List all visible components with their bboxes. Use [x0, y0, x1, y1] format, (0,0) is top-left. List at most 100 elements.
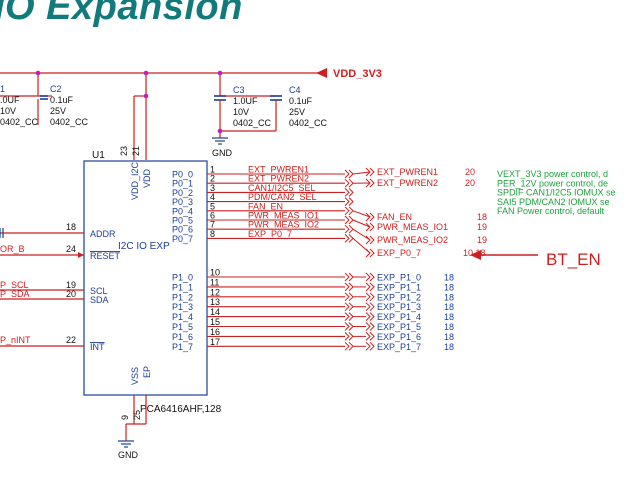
offpage-chevron-icon	[344, 215, 354, 225]
callout-arrow-icon	[470, 250, 481, 260]
pin-number: 5	[210, 201, 215, 211]
offpage-chevron-icon	[344, 178, 354, 188]
ground-icon	[118, 440, 134, 448]
offpage-chevron-icon	[344, 292, 354, 302]
page-title: IO Expansion	[0, 0, 243, 28]
offpage-chevron-icon	[365, 292, 375, 302]
offpage-label: EXP_P1_2	[377, 292, 421, 302]
offpage-chevron-icon	[344, 332, 354, 341]
offpage-page-ref: 18	[444, 302, 454, 312]
junction-dot	[217, 70, 223, 76]
offpage-label: PWR_MEAS_IO2	[377, 235, 448, 245]
net-label: PWR_MEAS_IO1	[248, 211, 319, 221]
left-pin-scl: P_SCL 19 SCL	[0, 280, 108, 296]
svg-text:23: 23	[119, 146, 129, 156]
offpage-page-ref: 10,18	[463, 248, 486, 258]
offpage-chevron-icon	[344, 206, 354, 216]
junction-dot	[143, 93, 149, 99]
offpage-page-ref: 20	[465, 178, 475, 188]
pin-number: 6	[210, 211, 215, 221]
svg-text:25: 25	[132, 410, 142, 420]
pin-number: 1	[210, 165, 215, 175]
ground-icon	[212, 137, 228, 145]
pin-number: 2	[210, 174, 215, 184]
capacitor-c1: 1 .0UF 10V 0402_CC	[0, 84, 39, 127]
pin-name: P0_2	[172, 188, 193, 198]
svg-text:VDD_I2C: VDD_I2C	[130, 161, 140, 200]
offpage-chevron-icon	[365, 178, 375, 188]
offpage-chevron-icon	[344, 272, 354, 282]
pin-number: 12	[210, 287, 220, 297]
svg-text:INT: INT	[90, 342, 105, 352]
offpage-label: EXP_P1_6	[377, 332, 421, 342]
chip-bottom-pins: VSS EP 9 25	[120, 366, 152, 441]
svg-text:VDD: VDD	[142, 168, 152, 188]
offpage-page-ref: 18	[444, 312, 454, 322]
svg-text:1.0UF: 1.0UF	[233, 96, 258, 106]
pin-number: 11	[210, 277, 219, 287]
offpage-chevron-icon	[344, 234, 354, 243]
offpage-chevron-icon	[365, 322, 375, 331]
offpage-chevron-icon	[344, 322, 354, 331]
svg-text:OR_B: OR_B	[0, 244, 25, 254]
net-label: FAN_EN	[248, 201, 283, 211]
bt-en-callout: BT_EN	[470, 250, 601, 269]
offpage-label: EXP_P0_7	[377, 248, 421, 258]
power-rail	[0, 72, 325, 160]
power-rail-label: VDD_3V3	[333, 68, 382, 80]
pin-number: 15	[210, 317, 220, 327]
svg-text:10V: 10V	[0, 106, 16, 116]
offpage-chevron-icon	[365, 272, 375, 282]
svg-text:EP: EP	[142, 366, 152, 378]
offpage-chevron-icon	[344, 188, 354, 197]
capacitor-c2: C2 0.1uF 25V 0402_CC	[37, 84, 89, 127]
offpage-chevron-icon	[365, 235, 375, 245]
offpage-page-ref: 19	[477, 235, 487, 245]
offpage-chevron-icon	[344, 197, 354, 206]
offpage-chevron-icon	[344, 312, 354, 321]
pin-number: 7	[210, 220, 215, 230]
svg-text:P_nINT: P_nINT	[0, 335, 31, 345]
pin-number: 14	[210, 307, 220, 317]
pin-number: 3	[210, 183, 215, 193]
left-pin-sda: P_SDA 20 SDA	[0, 289, 109, 305]
svg-text:SDA: SDA	[90, 295, 109, 305]
offpage-chevron-icon	[365, 302, 375, 312]
svg-text:P_SDA: P_SDA	[0, 289, 30, 299]
offpage-chevron-icon	[344, 169, 354, 179]
svg-text:9: 9	[120, 415, 130, 420]
chip-part: PCA6416AHF,128	[140, 404, 222, 415]
svg-text:1: 1	[0, 84, 5, 94]
offpage-chevron-icon	[344, 224, 354, 234]
note-line: VEXT_3V3 power control, d	[497, 169, 608, 179]
svg-text:0402_CC: 0402_CC	[233, 118, 272, 128]
svg-text:ADDR: ADDR	[90, 229, 116, 239]
svg-text:25V: 25V	[50, 106, 66, 116]
capacitor-c4: C4 0.1uF 25V 0402_CC	[270, 85, 328, 131]
offpage-wire	[352, 228, 371, 241]
svg-text:C3: C3	[233, 85, 245, 95]
net-label: EXT_PWREN1	[248, 165, 309, 175]
svg-text:RESET: RESET	[90, 251, 121, 261]
svg-text:.0UF: .0UF	[0, 95, 20, 105]
svg-text:0402_CC: 0402_CC	[0, 117, 39, 127]
offpage-page-ref: 18	[444, 342, 454, 352]
offpage-label: EXT_PWREN2	[377, 178, 438, 188]
net-label: PWR_MEAS_IO2	[248, 220, 319, 230]
svg-text:0.1uF: 0.1uF	[50, 95, 74, 105]
offpage-label: EXP_P1_3	[377, 302, 421, 312]
offpage-label: EXP_P1_1	[377, 282, 421, 292]
svg-text:22: 22	[66, 335, 76, 345]
offpage-chevron-icon	[344, 302, 354, 312]
offpage-wire	[352, 171, 371, 175]
junction-dot	[35, 70, 41, 76]
svg-text:0402_CC: 0402_CC	[289, 118, 328, 128]
offpage-page-ref: 18	[444, 322, 454, 332]
pin-name: P1_1	[172, 282, 193, 292]
offpage-label: EXP_P1_0	[377, 273, 421, 283]
pin-name: P0_3	[172, 197, 193, 207]
offpage-page-ref: 18	[477, 212, 487, 222]
svg-text:0402_CC: 0402_CC	[50, 117, 89, 127]
offpage-label: EXP_P1_5	[377, 322, 421, 332]
